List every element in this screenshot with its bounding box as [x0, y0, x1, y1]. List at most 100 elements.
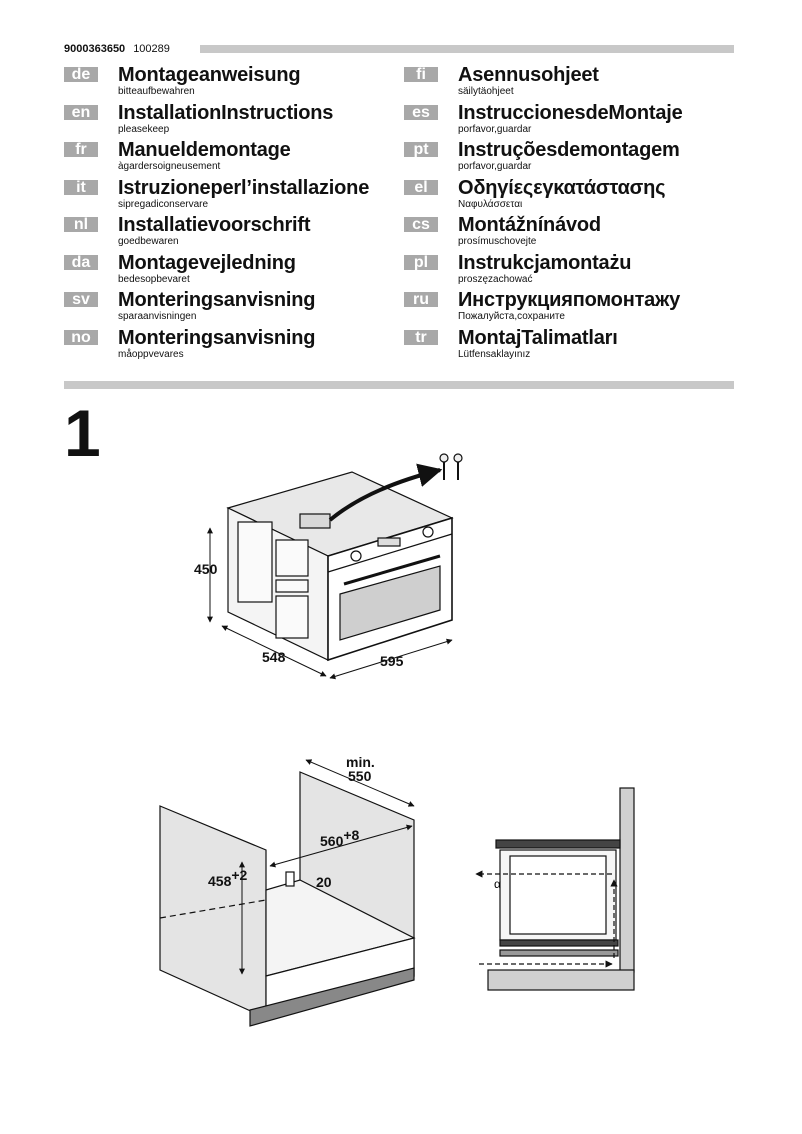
language-code-badge: cs [404, 217, 438, 233]
language-code-badge: pt [404, 142, 438, 158]
language-subtitle: sparaanvisningen [118, 311, 197, 322]
language-title: Instruçõesdemontagem [458, 139, 680, 161]
language-code-badge: de [64, 67, 98, 83]
oven-height-label: 450 [194, 561, 218, 577]
language-title: Monteringsanvisning [118, 289, 316, 311]
language-subtitle: porfavor,guardar [458, 161, 532, 172]
language-title: InstallationInstructions [118, 101, 334, 124]
language-code-badge: fi [404, 67, 438, 83]
oven-width-label: 595 [380, 653, 404, 669]
removal-arrow [328, 463, 443, 522]
language-title: Montagevejledning [118, 251, 296, 274]
min-label: min. [346, 754, 375, 770]
language-title: Инструкцияпомонтажу [458, 289, 681, 311]
oven-display [377, 537, 401, 547]
language-code-badge: fr [64, 142, 98, 158]
language-subtitle: bitteaufbewahren [118, 86, 195, 97]
language-subtitle: måoppvevares [118, 348, 184, 360]
plinth-section [499, 949, 619, 957]
niche-height-label: 458+2 [208, 867, 248, 889]
language-title: Monteringsanvisning [118, 326, 316, 349]
oven-depth-label: 548 [262, 649, 286, 665]
language-subtitle: Lütfensaklayınız [458, 348, 531, 360]
language-subtitle: porfavor,guardar [458, 123, 532, 135]
language-title: InstruccionesdeMontaje [458, 101, 683, 124]
cabinet-left-panel [159, 805, 267, 1019]
language-title: Manueldemontage [118, 139, 291, 161]
oven-door-handle [343, 554, 441, 586]
language-title: Asennusohjeet [458, 64, 599, 86]
language-title: Instrukcjamontażu [458, 251, 632, 274]
dashed-guide [159, 899, 267, 919]
width-dimension-line [329, 638, 453, 680]
language-code-badge: tr [404, 329, 438, 345]
language-title: Installatievoorschrift [118, 214, 311, 236]
language-subtitle: säilytäohjeet [458, 86, 514, 97]
language-subtitle: sipregadiconservare [118, 198, 209, 210]
language-code-badge: it [64, 179, 98, 195]
doc-number: 9000363650 [64, 43, 126, 55]
niche-width-tolerance: +8 [343, 827, 359, 843]
language-subtitle: pleasekeep [118, 123, 170, 135]
shelf-section [499, 939, 619, 947]
language-code-badge: nl [64, 217, 98, 233]
side-compartment [275, 539, 309, 577]
wall-section [619, 787, 635, 973]
language-code-badge: el [404, 179, 438, 195]
niche-width-dimension-line [269, 824, 413, 868]
language-title: Montageanweisung [118, 64, 301, 86]
min-value-label: 550 [348, 768, 372, 784]
depth-dimension-line [221, 625, 327, 677]
side-compartment [237, 521, 273, 603]
language-subtitle: Пожалуйста,сохраните [458, 311, 565, 322]
cabinet-base [249, 967, 415, 1027]
niche-height-value: 458 [208, 873, 232, 889]
ventilation-section-illustration [475, 787, 635, 991]
cabinet-illustration [159, 759, 416, 1027]
oven-illustration [207, 453, 463, 680]
language-code-badge: da [64, 254, 98, 270]
screws-icon [439, 453, 463, 480]
control-knob-icon [422, 526, 434, 538]
language-subtitle: bedesopbevaret [118, 273, 190, 285]
oven-door-window [339, 565, 441, 641]
language-subtitle: àgardersoigneusement [118, 161, 221, 172]
language-subtitle: goedbewaren [118, 236, 179, 247]
date-code: 100289 [133, 43, 170, 55]
oven-control-strip [327, 533, 453, 573]
oven-cavity-section [509, 855, 607, 935]
niche-height-tolerance: +2 [231, 867, 247, 883]
step-number: 1 [64, 396, 101, 470]
language-code-badge: en [64, 104, 98, 120]
language-subtitle: prosímuschovejte [458, 236, 537, 247]
niche-width-value: 560 [320, 833, 344, 849]
min-depth-dimension-line [305, 759, 415, 807]
language-title: Οδηγίεςεγκατάστασης [458, 176, 666, 199]
language-code-badge: es [404, 104, 438, 120]
top-mounting-bracket [299, 513, 331, 529]
side-compartment [275, 579, 309, 593]
language-code-badge: ru [404, 292, 438, 308]
language-subtitle: Ναφυλάσσεται [458, 198, 523, 210]
language-title: Montážnínávod [458, 214, 601, 236]
side-compartment [275, 595, 309, 639]
worktop-section [495, 839, 621, 849]
